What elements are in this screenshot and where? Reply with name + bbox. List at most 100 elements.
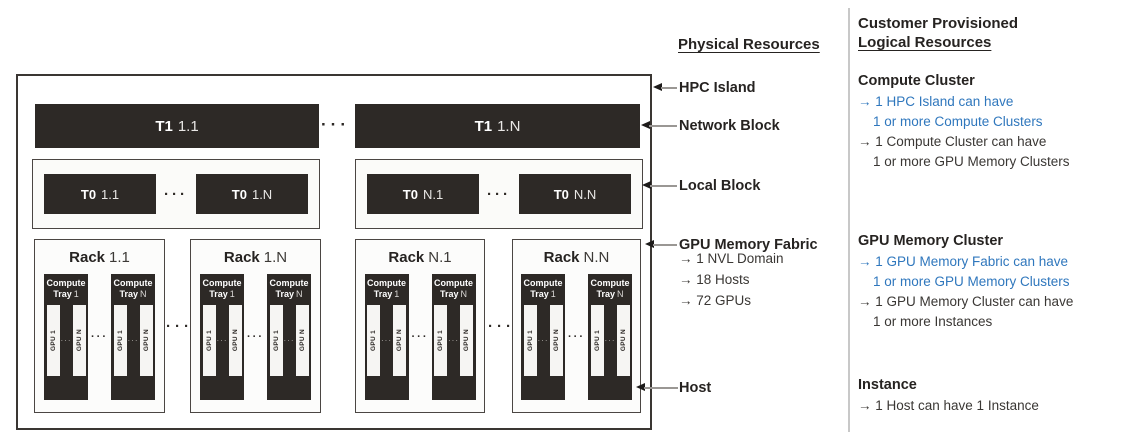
ellipsis-dots: ··· [381,336,392,345]
tray-label-line1: Compute [523,278,563,288]
gpu-label: GPU N [619,329,627,352]
tray-label-id: N [140,289,147,299]
gpu-strip: GPU N [228,305,242,376]
rule-line: 1 or more Compute Clusters [873,114,1043,129]
gpu-strip: GPU 1 [113,305,127,376]
gpu-strips: GPU 1 ··· GPU N [523,305,563,376]
tray-label-prefix: Tray [209,289,228,299]
ellipsis-dots: ··· [604,336,616,345]
instance-title: Instance [858,377,917,393]
gpu-strip: GPU N [616,305,630,376]
rack-prefix: Rack [388,249,425,266]
label-host: Host [679,380,712,396]
gpu-strip: GPU 1 [269,305,283,376]
gpu-label: GPU N [463,329,470,352]
physical-resources-heading: Physical Resources [678,36,820,53]
rule-line: → 1 GPU Memory Fabric can have [858,254,1069,269]
gpu-strips: GPU 1 ··· GPU N [202,305,242,376]
gpu-strips: GPU 1 ··· GPU N [590,305,630,376]
ellipsis-dots: ··· [537,336,549,345]
rack-prefix: Rack [69,249,105,266]
gpu-label: GPU 1 [272,329,280,351]
gpu-strip: GPU 1 [202,305,216,376]
ellipsis-dots: ··· [127,336,139,345]
t0-id: 1.1 [101,186,120,202]
compute-cluster-block: Compute Cluster → 1 HPC Island can have … [858,73,1070,172]
t1-prefix: T1 [155,117,173,135]
tray-label-prefix: Tray [373,289,393,299]
fact-nvl-domain: → 1 NVL Domain [679,251,784,266]
t0-id: N.N [573,186,597,202]
arrow-line [649,125,677,127]
tray-label-id: N [460,289,468,299]
gpu-strip: GPU 1 [590,305,604,376]
gpu-label: GPU 1 [437,329,444,351]
ellipsis-dots: ··· [166,318,193,335]
column-divider [848,8,850,432]
ellipsis-dots: ··· [216,336,228,345]
gpu-label: GPU 1 [49,329,57,351]
fact-hosts: → 18 Hosts [679,272,750,287]
gpu-strip: GPU N [139,305,153,376]
arrow-line [653,244,677,246]
tray-label-prefix: Tray [119,289,138,299]
gpu-strip: GPU 1 [434,305,447,376]
arrow-line [650,185,677,187]
gpu-strip: GPU N [549,305,563,376]
gpu-label: GPU N [75,329,83,352]
tray-label-prefix: Tray [53,289,72,299]
arrow-left-icon [645,240,654,248]
t0-prefix: T0 [553,186,569,202]
gpu-label: GPU 1 [116,329,124,351]
gpu-strip: GPU N [72,305,86,376]
rule-line: 1 or more GPU Memory Clusters [873,154,1070,169]
rack-id: 1.N [263,249,288,266]
tray-label-id: 1 [550,289,556,299]
t0-id: N.1 [422,186,444,202]
gpu-strip: GPU 1 [523,305,537,376]
label-network-block: Network Block [679,118,780,134]
ellipsis-dots: ··· [487,185,511,203]
gpu-label: GPU 1 [205,329,213,351]
ellipsis-dots: ··· [91,330,108,343]
tray-label-prefix: Tray [530,289,549,299]
t1-prefix: T1 [474,117,493,135]
gpu-label: GPU N [142,329,150,352]
logical-heading-line2: Logical Resources [858,34,992,51]
t0-id: 1.N [251,186,273,202]
rack-prefix: Rack [543,249,580,266]
rule-line: 1 or more GPU Memory Clusters [873,274,1070,289]
arrow-line [661,87,677,89]
label-hpc-island: HPC Island [679,80,756,96]
ellipsis-dots: ··· [448,336,459,345]
tray-label-line1: Compute [434,278,473,288]
tray-label-prefix: Tray [439,289,459,299]
tray-label-line1: Compute [269,278,309,288]
tray-label-id: N [296,289,303,299]
rack-id: N.1 [428,249,452,266]
gpu-strip: GPU N [460,305,473,376]
tray-label-prefix: Tray [275,289,294,299]
tray-label-line1: Compute [590,278,630,288]
gpu-label: GPU N [552,329,560,352]
gpu-strips: GPU 1 ··· GPU N [367,305,406,376]
gpu-strips: GPU 1 ··· GPU N [434,305,473,376]
